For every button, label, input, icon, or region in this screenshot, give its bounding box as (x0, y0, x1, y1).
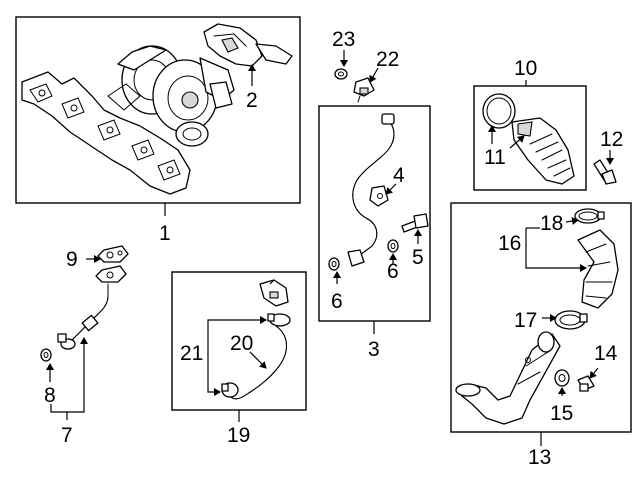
coolant-hose-20-illustration[interactable] (227, 325, 287, 400)
bracket-4-illustration[interactable] (369, 185, 389, 207)
callout-11: 11 (484, 146, 506, 169)
bolt-12-illustration[interactable] (593, 159, 617, 185)
callout-3: 3 (368, 338, 380, 361)
callout-16: 16 (498, 232, 521, 255)
actuator-illustration[interactable] (203, 23, 293, 67)
turbocharger-group: 2 1 (15, 16, 301, 245)
clamp-21-illustrations[interactable] (221, 313, 291, 398)
washer-8-illustration[interactable] (40, 348, 52, 362)
nut-15-illustration[interactable] (554, 369, 570, 387)
callout-20: 20 (230, 332, 253, 355)
turbocharger-frame (15, 16, 301, 204)
washer-6b-illustration[interactable] (387, 239, 399, 253)
o-ring-11-illustration[interactable] (482, 93, 516, 129)
coolant-hose-group: 20 21 19 (171, 271, 307, 447)
inlet-hose-illustration[interactable] (511, 117, 575, 185)
callout-7: 7 (61, 424, 73, 447)
clamp-18-illustration[interactable] (574, 208, 605, 224)
clamp-17-illustration[interactable] (554, 310, 588, 330)
intake-tube-group: 18 16 17 15 (450, 202, 632, 469)
sensor-group: 23 22 (332, 28, 399, 103)
callout-17: 17 (514, 309, 537, 332)
callout-18: 18 (540, 212, 563, 235)
oil-return-group: 9 8 7 (40, 245, 129, 447)
gasket-9-illustration[interactable] (95, 245, 129, 283)
sensor-22-illustration[interactable] (353, 77, 375, 103)
bolt-14-illustration[interactable] (577, 375, 595, 392)
callout-10: 10 (514, 57, 537, 80)
callout-14: 14 (594, 342, 618, 365)
inlet-hose-frame (473, 85, 587, 191)
callout-12: 12 (600, 128, 623, 151)
callout-15: 15 (550, 402, 573, 425)
intake-tube-13-illustration[interactable] (455, 331, 561, 425)
oil-line-illustration[interactable] (347, 113, 395, 267)
oil-line-frame (318, 105, 431, 322)
washer-23-illustration[interactable] (334, 68, 348, 80)
callout-5: 5 (412, 246, 424, 269)
callout-19: 19 (227, 424, 250, 447)
coolant-fitting-illustration[interactable] (259, 279, 289, 307)
oil-return-pipe-illustration[interactable] (57, 283, 109, 350)
callout-6a: 6 (331, 290, 343, 313)
callout-23: 23 (332, 28, 355, 51)
callout-1: 1 (159, 222, 171, 245)
callout-13: 13 (528, 446, 551, 469)
callout-9: 9 (66, 248, 78, 271)
callout-22: 22 (376, 48, 399, 71)
inlet-hose-group: 10 11 (473, 57, 587, 191)
intake-hose-16-illustration[interactable] (577, 229, 619, 309)
turbocharger-illustration[interactable] (21, 45, 235, 195)
callout-4: 4 (393, 164, 405, 187)
callout-21: 21 (180, 342, 203, 365)
callout-8: 8 (44, 384, 56, 407)
bolt-5-illustration[interactable] (401, 213, 429, 233)
callout-2: 2 (246, 89, 258, 112)
oil-line-group: 4 5 6 6 3 (318, 105, 431, 361)
callout-6b: 6 (387, 260, 399, 283)
washer-6a-illustration[interactable] (328, 257, 340, 271)
bolt-12-group: 12 (593, 128, 623, 185)
